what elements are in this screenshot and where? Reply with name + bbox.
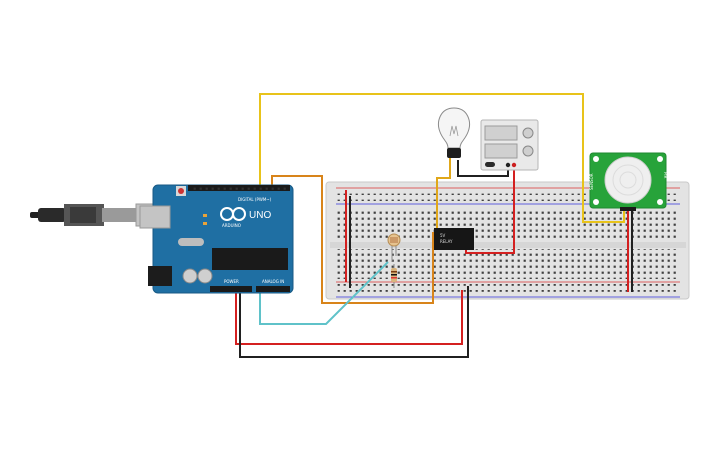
light-bulb-icon[interactable]: [438, 107, 470, 158]
arduino-board[interactable]: UNO ARDUINO DIGITAL (PWM~) POWER ANALOG …: [139, 184, 294, 294]
resistor-icon[interactable]: [391, 264, 397, 288]
yellow-wire-pir-signal[interactable]: [259, 93, 625, 223]
pir-sensor-icon[interactable]: SENSOR PIR: [589, 152, 668, 211]
capacitor: [182, 268, 198, 284]
usb-port: [139, 205, 171, 229]
orange-wire-relay-bulb[interactable]: [436, 158, 451, 232]
analog-header: [256, 286, 290, 292]
power-jack: [148, 266, 172, 286]
pir-label-right: PIR: [663, 172, 668, 179]
pir-dome: [604, 156, 652, 204]
photoresistor-icon[interactable]: [387, 233, 401, 262]
relay-label-line2: RELAY: [440, 239, 453, 244]
relay-label-line1: 5V: [440, 233, 446, 238]
relay-module-icon[interactable]: 5V RELAY: [434, 228, 474, 250]
pir-label-left: SENSOR: [589, 173, 594, 190]
crystal: [178, 238, 204, 246]
digital-header-label: DIGITAL (PWM~): [238, 197, 272, 202]
red-wire-5v-rail[interactable]: [235, 290, 463, 345]
voltage-knob[interactable]: [522, 127, 534, 139]
arduino-brand-label: ARDUINO: [222, 223, 241, 228]
microcontroller-chip: [212, 248, 288, 270]
black-wire-bulb-supply[interactable]: [457, 160, 509, 177]
current-knob[interactable]: [522, 145, 534, 157]
arduino-uno-label: UNO: [249, 210, 271, 221]
power-header-label: POWER: [224, 279, 239, 284]
current-display: [484, 143, 518, 159]
dc-power-supply-icon[interactable]: [480, 119, 539, 171]
analog-header-label: ANALOG IN: [262, 279, 284, 284]
power-header: [210, 286, 252, 292]
arduino-logo-icon: [220, 207, 246, 221]
orange-wire-relay-control[interactable]: [271, 175, 434, 304]
black-wire-gnd-rail[interactable]: [239, 286, 469, 358]
teal-wire-ldr-signal[interactable]: [259, 261, 389, 325]
capacitor: [197, 268, 213, 284]
voltage-display: [484, 125, 518, 141]
